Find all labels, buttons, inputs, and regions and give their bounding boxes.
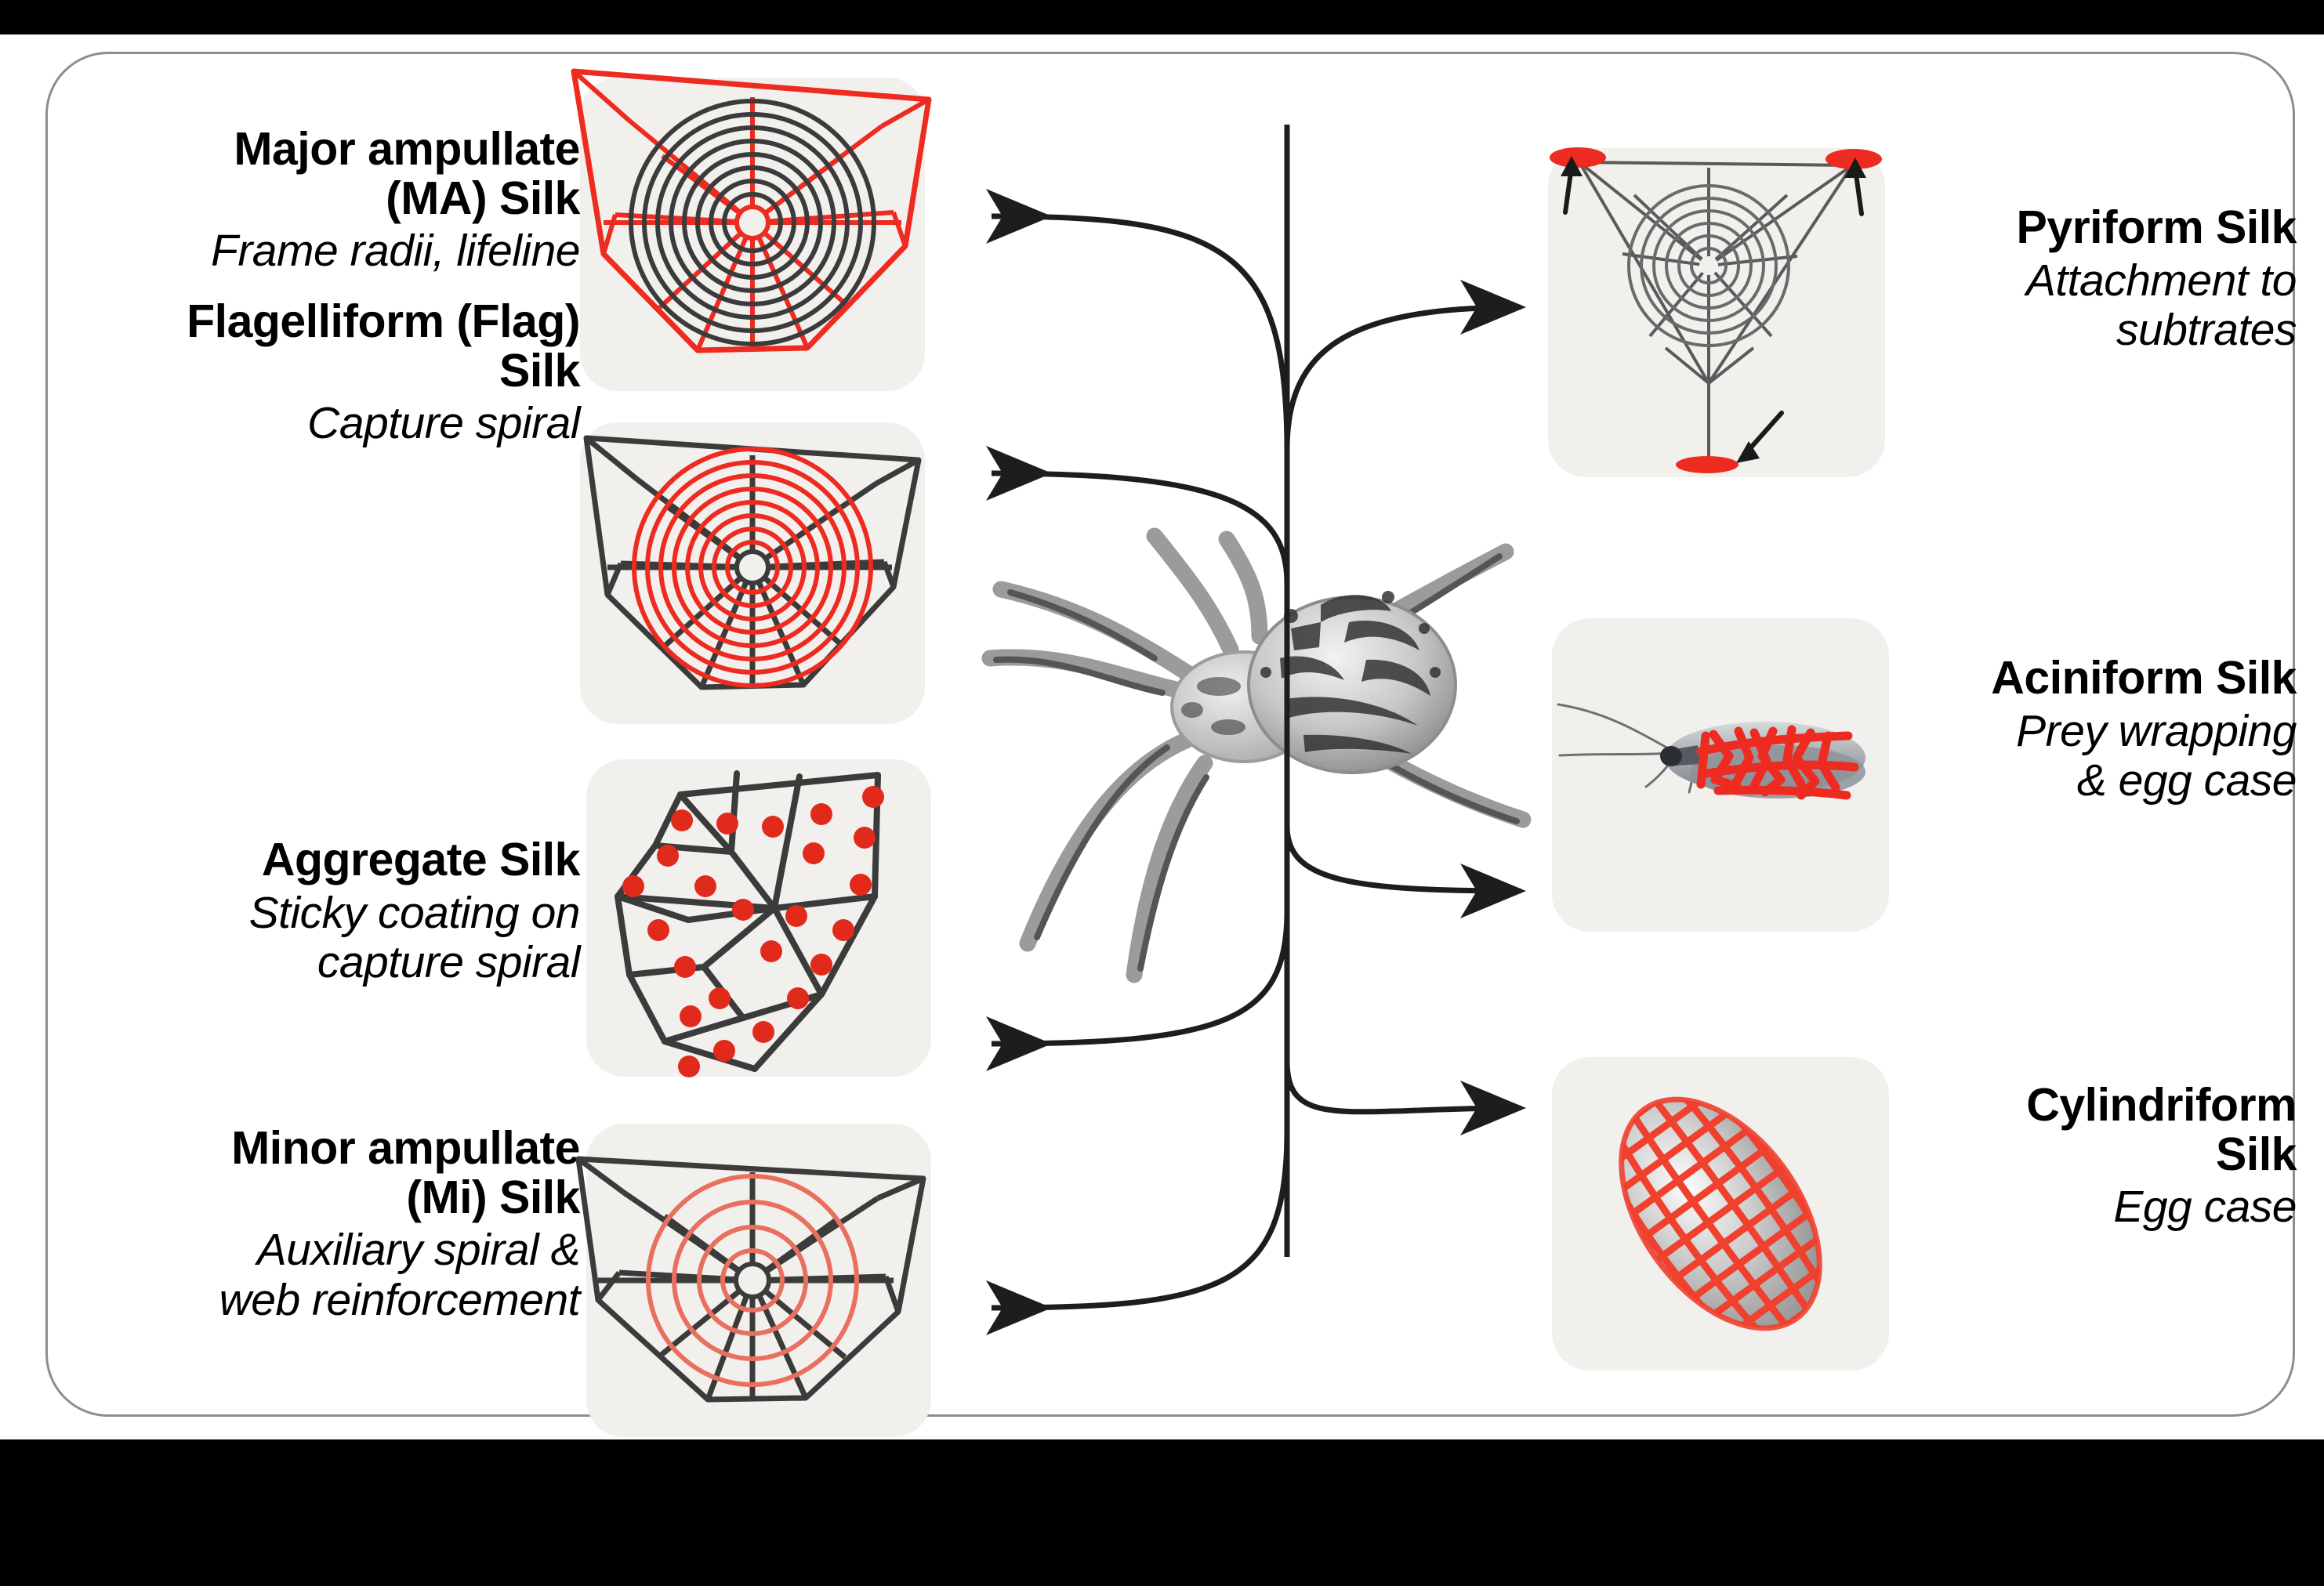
illustration-major-ampullate-web — [571, 68, 932, 391]
illustration-minor-ampullate-web — [575, 1124, 931, 1437]
illustration-flagelliform-web — [580, 422, 925, 724]
label-function: Egg case — [2113, 1182, 2297, 1233]
label-function: Sticky coating on capture spiral — [248, 887, 581, 988]
connector-arrows — [985, 125, 1526, 1336]
figure-canvas: Major ampullate (MA) Silk Frame radii, l… — [0, 34, 2324, 1439]
arrow-to-aggregate — [985, 911, 1290, 1072]
label-cylindriform: Cylindriform Silk Egg case — [1826, 1081, 2297, 1233]
arrow-to-aciniform — [1284, 825, 1526, 918]
label-title: Cylindriform Silk — [2026, 1079, 2297, 1180]
arrow-to-minor-ampullate — [985, 1131, 1290, 1336]
illustration-cylindriform-egg-case — [1552, 1057, 1889, 1371]
illustration-aciniform-prey-wrapping — [1552, 618, 1889, 932]
arrow-to-cylindriform — [1284, 1060, 1526, 1136]
label-title: Aciniform Silk — [1991, 652, 2297, 704]
illustration-aggregate-droplets — [586, 759, 931, 1077]
label-title: Aggregate Silk — [261, 834, 581, 885]
label-minor-ampullate: Minor ampullate (Mi) Silk Auxiliary spir… — [24, 1122, 581, 1326]
label-function: Capture spiral — [307, 398, 580, 449]
illustration-pyriform-attachment — [1548, 147, 1885, 477]
label-flagelliform: Flagelliform (Flag) Silk Capture spiral — [31, 297, 580, 449]
label-function: Auxiliary spiral & web reinforcement — [219, 1225, 581, 1325]
label-title: Pyriform Silk — [2016, 201, 2297, 253]
label-function: Frame radii, lifeline — [211, 226, 581, 277]
label-function: Attachment to subtrates — [2025, 255, 2297, 356]
label-title: Major ampullate (MA) Silk — [234, 123, 580, 224]
label-major-ampullate: Major ampullate (MA) Silk Frame radii, l… — [31, 123, 581, 277]
label-aciniform: Aciniform Silk Prey wrapping & egg case — [1826, 654, 2297, 806]
arrow-to-flagelliform — [985, 445, 1290, 584]
label-title: Flagelliform (Flag) Silk — [187, 295, 580, 396]
label-title: Minor ampullate (Mi) Silk — [231, 1122, 580, 1223]
label-pyriform: Pyriform Silk Attachment to subtrates — [1826, 203, 2297, 356]
arrow-to-major-ampullate — [985, 188, 1290, 451]
label-aggregate: Aggregate Silk Sticky coating on capture… — [31, 834, 581, 988]
spider-photograph — [952, 505, 1548, 1053]
label-function: Prey wrapping & egg case — [2016, 705, 2297, 806]
arrow-to-pyriform — [1284, 280, 1526, 451]
